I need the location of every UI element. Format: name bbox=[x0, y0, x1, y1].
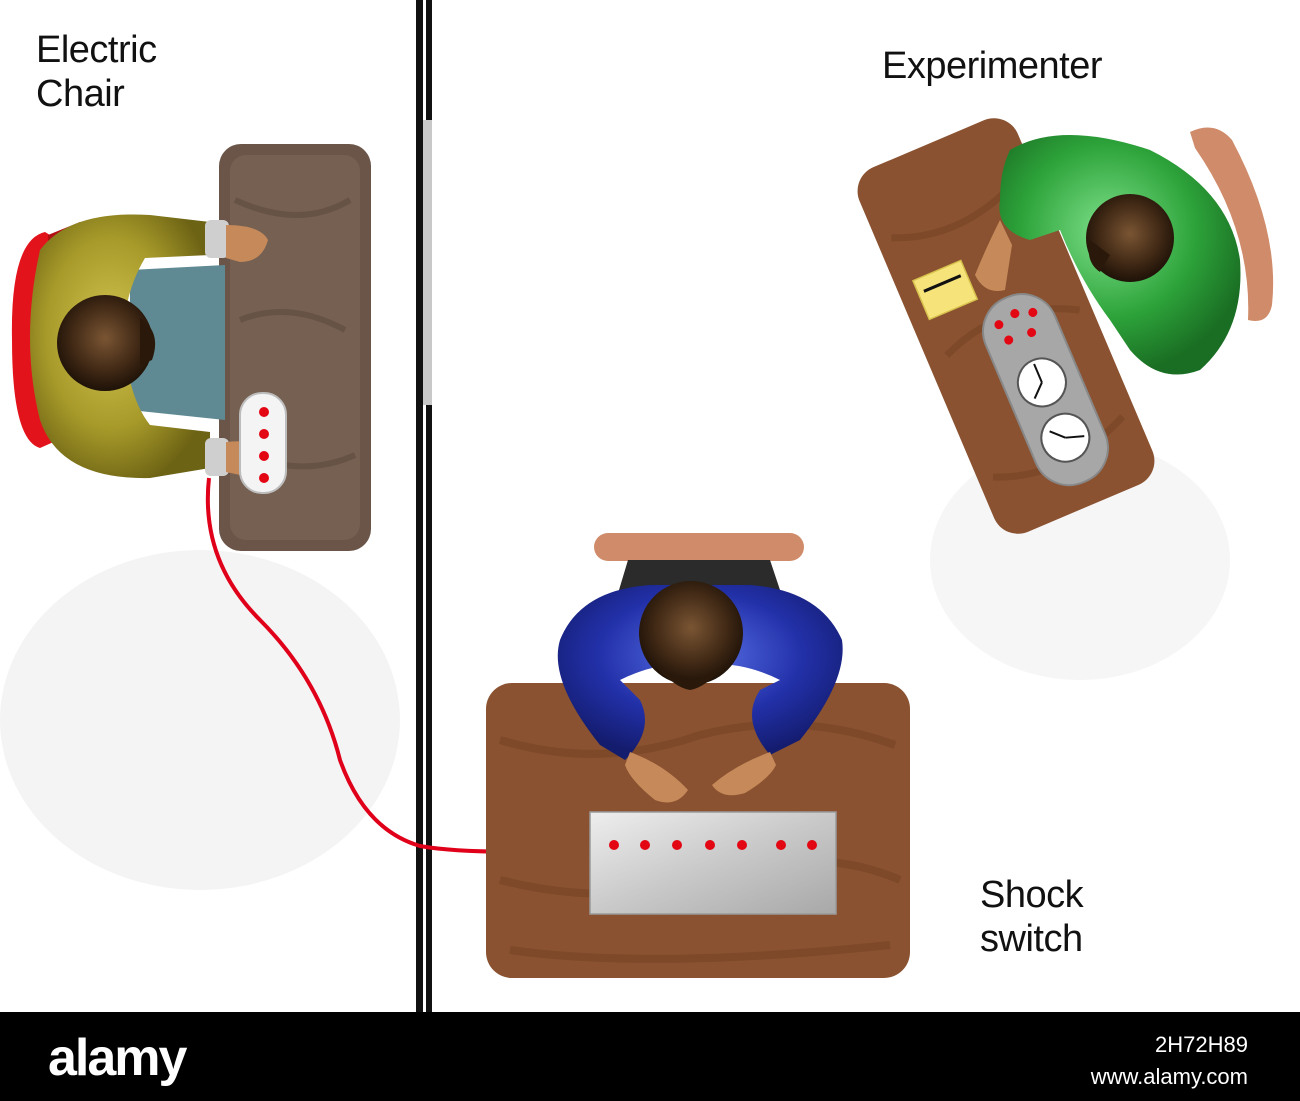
image-id-text: 2H72H89 bbox=[1155, 1032, 1248, 1057]
shock-switch-label: Shock switch bbox=[980, 873, 1084, 961]
shock-switch-label-line: Shock bbox=[980, 874, 1084, 916]
console-light bbox=[994, 320, 1004, 330]
room-floor-plan bbox=[0, 0, 1274, 1012]
electric-chair-label-line: Electric bbox=[36, 29, 157, 71]
shock-switch-light bbox=[807, 840, 817, 850]
electric-chair-label-line: Chair bbox=[36, 73, 125, 115]
teacher-person bbox=[557, 560, 843, 803]
clock-dial-icon bbox=[1040, 412, 1091, 463]
shock-switch-light bbox=[672, 840, 682, 850]
experimenter-group bbox=[857, 118, 1274, 534]
learner-answer-box bbox=[239, 392, 287, 494]
console-light bbox=[1010, 309, 1020, 319]
experimenter-person bbox=[975, 135, 1241, 375]
answer-button-light bbox=[259, 451, 269, 461]
answer-button-light bbox=[259, 473, 269, 483]
experimenter-label: Experimenter bbox=[882, 45, 1102, 87]
watermark-footer: alamy 2H72H89 www.alamy.com bbox=[0, 1012, 1300, 1101]
clock-dial-icon bbox=[1016, 357, 1067, 408]
shock-generator-panel bbox=[589, 811, 837, 915]
answer-button-light bbox=[259, 407, 269, 417]
shock-switch-light bbox=[737, 840, 747, 850]
shock-wire bbox=[205, 477, 593, 854]
shock-switch-light bbox=[776, 840, 786, 850]
watermark-url: www.alamy.com bbox=[1090, 1064, 1248, 1089]
learner-group bbox=[11, 144, 371, 551]
shock-switch-light bbox=[609, 840, 619, 850]
shock-switch-light bbox=[640, 840, 650, 850]
console-light bbox=[1027, 328, 1037, 338]
learner-table bbox=[219, 144, 371, 551]
floor-shadow bbox=[0, 550, 400, 890]
console-light bbox=[1028, 307, 1038, 317]
alamy-logo: alamy bbox=[48, 1029, 187, 1087]
teacher-chair bbox=[594, 533, 804, 561]
shock-switch-label-line: switch bbox=[980, 918, 1083, 960]
experimenter-chair bbox=[1190, 127, 1274, 321]
experimenter-notepad bbox=[911, 259, 979, 321]
shock-switch-light bbox=[705, 840, 715, 850]
electric-chair-label: Electric Chair bbox=[36, 28, 157, 116]
teacher-group bbox=[486, 533, 910, 978]
experimenter-console bbox=[982, 293, 1109, 487]
answer-button-light bbox=[259, 429, 269, 439]
console-light bbox=[1004, 335, 1014, 345]
partition-wall bbox=[416, 0, 432, 1012]
